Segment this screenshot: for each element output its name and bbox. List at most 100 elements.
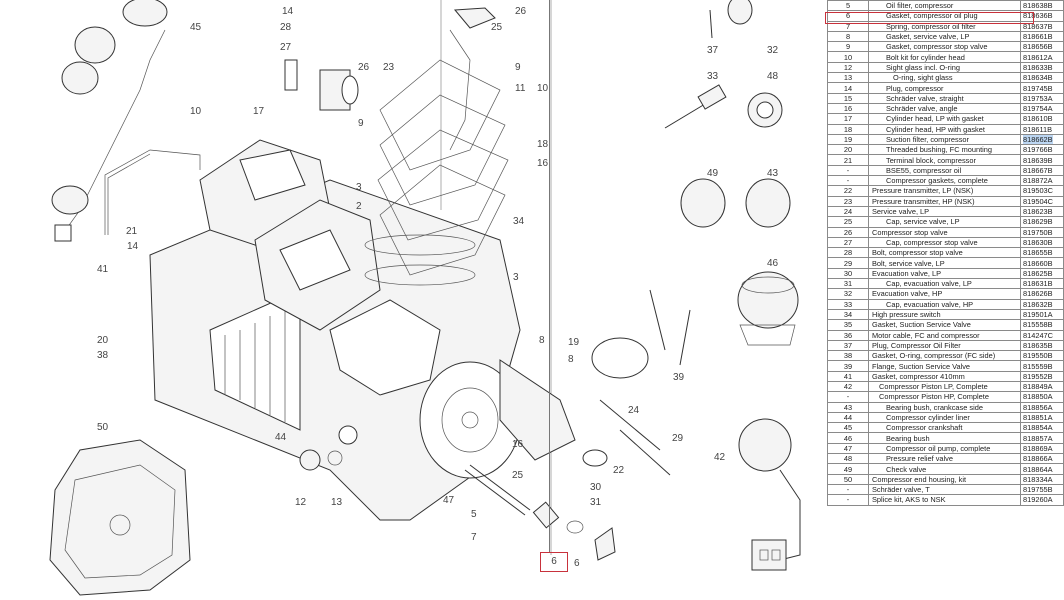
- callout-3b: 3: [513, 272, 519, 283]
- callout-28: 28: [280, 22, 292, 33]
- service-valve-lp: [499, 289, 691, 476]
- parts-row-code: 819755B: [1020, 483, 1064, 496]
- parts-row-code: 818661B: [1020, 30, 1064, 43]
- parts-row-description: Gasket, compressor stop valve: [868, 41, 1021, 53]
- parts-row-code: 818639B: [1020, 154, 1064, 166]
- callout-26b: 26: [515, 6, 527, 17]
- parts-row-description: Threaded bushing, FC mounting: [868, 144, 1021, 156]
- parts-row-number: 44: [827, 411, 869, 424]
- parts-row-description: Gasket, service valve, LP: [868, 30, 1021, 43]
- parts-row-number: 31: [827, 278, 869, 290]
- parts-row-description: Bearing bush: [868, 432, 1021, 444]
- parts-row-number: 29: [827, 257, 869, 269]
- parts-row-number: 39: [827, 360, 869, 372]
- parts-row-code: 818655B: [1020, 247, 1064, 259]
- parts-row-number: 21: [827, 154, 869, 166]
- parts-row-code: 818638B: [1020, 0, 1064, 12]
- callout-23: 23: [383, 62, 395, 73]
- callout-24: 24: [628, 405, 640, 416]
- parts-row-code: 818857A: [1020, 432, 1064, 444]
- parts-row-description: Gasket, Suction Service Valve: [868, 319, 1021, 331]
- parts-row-number: 10: [827, 51, 869, 63]
- parts-row-number: 17: [827, 113, 869, 125]
- parts-row-code: 815558B: [1020, 319, 1064, 331]
- parts-row-number: 6: [827, 10, 869, 22]
- callout-10b: 10: [190, 106, 202, 117]
- parts-row-code: 818667B: [1020, 164, 1064, 177]
- parts-row-number: 9: [827, 41, 869, 53]
- callout-labels: 45 14 28 27 26 23 9 26 25 9 11 10 18 16 …: [97, 6, 779, 569]
- parts-row-number: 34: [827, 308, 869, 321]
- callout-12: 12: [295, 497, 307, 508]
- parts-row-description: Plug, Compressor Oil Filter: [868, 339, 1021, 352]
- oil-filter-assembly: [464, 464, 616, 561]
- callout-6-leader: [549, 0, 550, 552]
- callout-2: 2: [356, 201, 362, 212]
- parts-row-code: 818634B: [1020, 72, 1064, 84]
- parts-row-description: Evacuation valve, HP: [868, 288, 1021, 300]
- cylinder-head-hp: [254, 199, 381, 331]
- parts-row-description: High pressure switch: [868, 308, 1021, 321]
- parts-row-number: 36: [827, 329, 869, 341]
- parts-row-description: Splice kit, AKS to NSK: [868, 494, 1021, 506]
- parts-row-number: 18: [827, 123, 869, 135]
- parts-row-number: 13: [827, 72, 869, 84]
- callout-50: 50: [97, 422, 109, 433]
- callout-20: 20: [97, 335, 109, 346]
- callout-5: 5: [471, 509, 477, 520]
- parts-row-description: Sight glass incl. O-ring: [868, 61, 1021, 74]
- parts-row-number: 26: [827, 226, 869, 238]
- parts-row-code: 818660B: [1020, 257, 1064, 269]
- callout-33: 32: [767, 45, 779, 56]
- parts-row-description: Flange, Suction Service Valve: [868, 360, 1021, 372]
- parts-row-code: 819501A: [1020, 308, 1064, 321]
- parts-row-description: Cylinder head, HP with gasket: [868, 123, 1021, 135]
- parts-row-description: O-ring, sight glass: [868, 72, 1021, 84]
- parts-row-number: 50: [827, 473, 869, 485]
- parts-row-number: -: [827, 391, 869, 403]
- parts-row-description: Compressor Piston HP, Complete: [868, 391, 1021, 403]
- parts-row-description: BSE55, compressor oil: [868, 164, 1021, 177]
- exploded-compressor-diagram: 45 14 28 27 26 23 9 26 25 9 11 10 18 16 …: [49, 0, 801, 596]
- parts-row-code: 818626B: [1020, 288, 1064, 300]
- parts-row-code: 818856A: [1020, 401, 1064, 413]
- parts-row-number: 33: [827, 298, 869, 310]
- parts-row-number: -: [827, 164, 869, 177]
- parts-row-number: 25: [827, 216, 869, 228]
- parts-row-code: 818631B: [1020, 278, 1064, 290]
- parts-row-code: 819753A: [1020, 92, 1064, 104]
- callout-8: 8: [539, 335, 545, 346]
- callout-36: 42: [714, 452, 726, 463]
- parts-row-number: -: [827, 175, 869, 187]
- parts-row-description: Compressor oil pump, complete: [868, 442, 1021, 455]
- crankshaft-part: [51, 0, 168, 242]
- callout-14b: 14: [127, 241, 139, 252]
- parts-row-description: Terminal block, compressor: [868, 154, 1021, 166]
- callout-22: 22: [613, 465, 625, 476]
- parts-row-code: 819504C: [1020, 195, 1064, 207]
- parts-row-description: Bolt, compressor stop valve: [868, 247, 1021, 259]
- callout-47: 47: [443, 495, 455, 506]
- callout-43: 49: [707, 168, 719, 179]
- callout-41: 41: [97, 264, 109, 275]
- parts-row-code: 815559B: [1020, 360, 1064, 372]
- parts-row-code: 818869A: [1020, 442, 1064, 455]
